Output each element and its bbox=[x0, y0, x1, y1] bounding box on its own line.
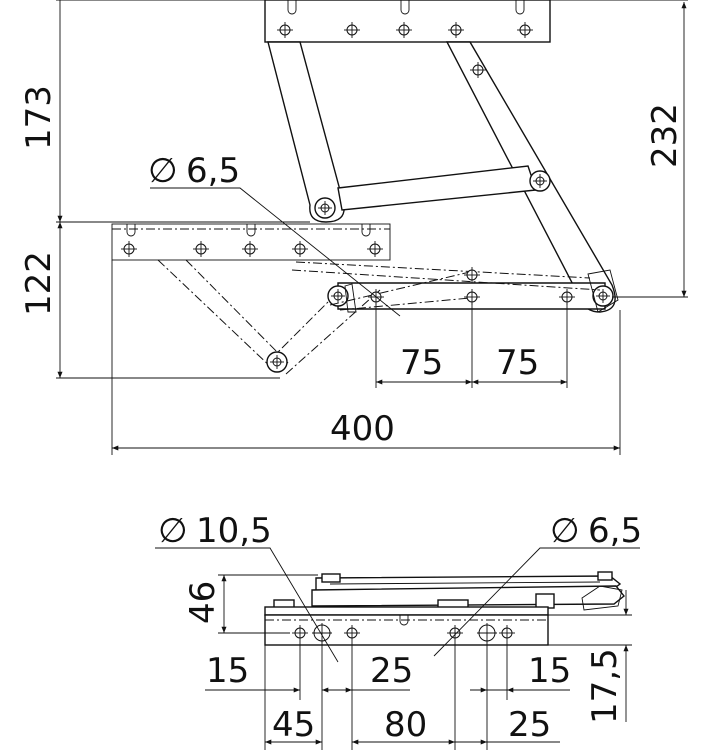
dim-15-left: 15 bbox=[206, 651, 249, 691]
lower-plate bbox=[111, 223, 391, 261]
dim-46: 46 bbox=[183, 581, 223, 624]
left-arm bbox=[267, 41, 345, 223]
dim-45: 45 bbox=[272, 705, 315, 745]
dim-15-right: 15 bbox=[528, 651, 571, 691]
dim-75-left: 75 bbox=[400, 343, 443, 383]
bottom-view-mechanism: ∅ 10,5 ∅ 6,5 bbox=[155, 511, 642, 663]
top-view-dimensions: 173 122 232 400 75 75 bbox=[19, 0, 688, 455]
dim-122: 122 bbox=[19, 251, 59, 316]
bottom-hole-large-symbol: ∅ bbox=[158, 511, 188, 551]
top-plate bbox=[264, 0, 551, 43]
top-view-mechanism: ∅ 6,5 bbox=[111, 0, 619, 375]
cross-bar bbox=[337, 165, 537, 211]
dim-25-center: 25 bbox=[370, 651, 413, 691]
dim-232: 232 bbox=[645, 103, 685, 168]
top-hole-diameter-symbol: ∅ bbox=[148, 151, 178, 191]
bottom-view-dimensions: 46 17,5 15 25 15 45 80 bbox=[183, 574, 632, 750]
dim-173: 173 bbox=[19, 85, 59, 150]
dim-400: 400 bbox=[330, 409, 395, 449]
bottom-hole-large-diameter: 10,5 bbox=[196, 511, 272, 551]
dim-80: 80 bbox=[384, 705, 427, 745]
dim-17-5: 17,5 bbox=[585, 648, 625, 724]
dim-75-right: 75 bbox=[496, 343, 539, 383]
bottom-hole-small-diameter: 6,5 bbox=[588, 511, 642, 551]
top-hole-diameter: 6,5 bbox=[186, 151, 240, 191]
dim-25-right: 25 bbox=[508, 705, 551, 745]
bottom-hole-small-symbol: ∅ bbox=[550, 511, 580, 551]
